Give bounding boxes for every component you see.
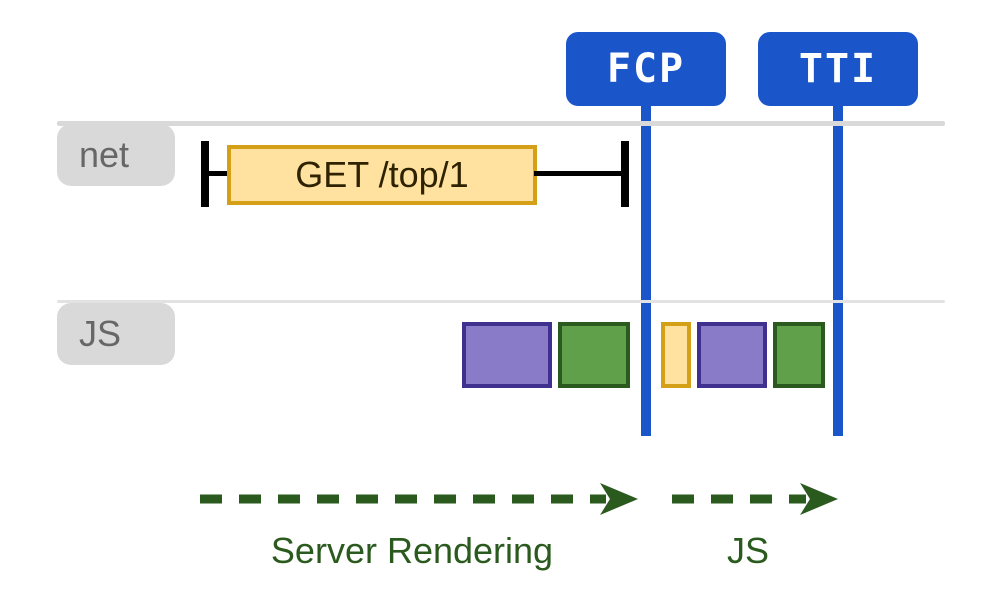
request-start-connector-icon bbox=[205, 171, 231, 176]
marker-badge-fcp-label: FCP bbox=[606, 46, 686, 92]
js-task-block[interactable] bbox=[773, 322, 825, 388]
lane-label-net-text: net bbox=[79, 134, 130, 175]
marker-line-tti bbox=[833, 96, 843, 436]
js-task-block[interactable] bbox=[661, 322, 691, 388]
js-track-line bbox=[57, 300, 945, 303]
net-track-line bbox=[57, 121, 945, 126]
js-task-block[interactable] bbox=[462, 322, 552, 388]
phase-arrow-js bbox=[672, 483, 838, 515]
marker-badge-tti[interactable]: TTI bbox=[758, 32, 918, 106]
js-task-block[interactable] bbox=[697, 322, 767, 388]
phase-arrow-server-rendering bbox=[200, 483, 638, 515]
marker-badge-fcp[interactable]: FCP bbox=[566, 32, 726, 106]
phase-caption-server-rendering-text: Server Rendering bbox=[270, 530, 554, 571]
network-request-bar[interactable]: GET /top/1 bbox=[227, 145, 537, 205]
request-end-connector-icon bbox=[534, 171, 629, 176]
lane-label-net: net bbox=[57, 124, 175, 186]
phase-caption-js-text: JS bbox=[726, 530, 769, 571]
phase-caption-js: JS bbox=[668, 530, 828, 572]
marker-badge-tti-label: TTI bbox=[798, 46, 878, 92]
lane-label-js-text: JS bbox=[79, 313, 122, 354]
network-request-label: GET /top/1 bbox=[295, 154, 469, 195]
lane-label-js: JS bbox=[57, 303, 175, 365]
marker-line-fcp bbox=[641, 96, 651, 436]
phase-caption-server-rendering: Server Rendering bbox=[212, 530, 612, 572]
js-task-block[interactable] bbox=[558, 322, 630, 388]
request-end-whisker-icon bbox=[621, 141, 629, 207]
